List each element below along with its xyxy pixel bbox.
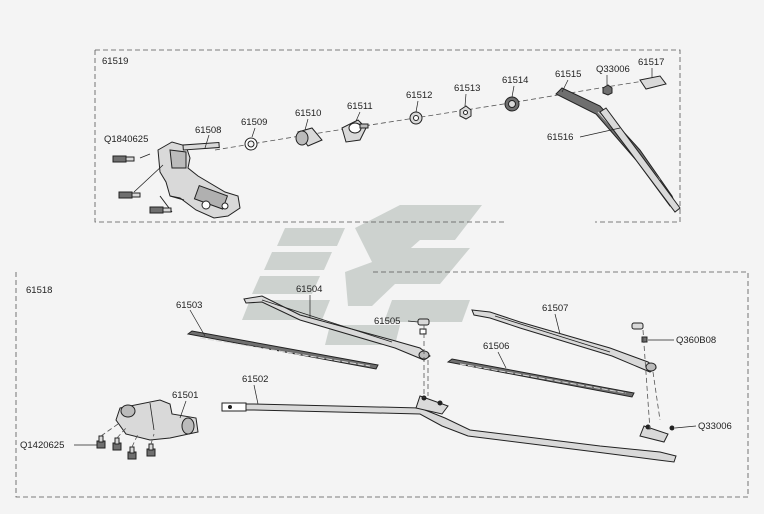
upper-leader-lines — [204, 68, 653, 149]
part-label-61506: 61506 — [483, 341, 509, 352]
front-wiper-motor — [115, 399, 199, 441]
part-label-Q360B08: Q360B08 — [676, 335, 716, 346]
bolt-icon — [96, 435, 106, 449]
leader-lines — [133, 153, 164, 193]
part-label-61504: 61504 — [296, 284, 322, 295]
lower-group-frame — [15, 271, 749, 498]
part-label-Q33006-lower: Q33006 — [698, 421, 732, 432]
bolt-icon — [112, 437, 122, 451]
nut-icon — [421, 395, 675, 431]
part-label-Q1420625: Q1420625 — [20, 440, 64, 451]
wiper-linkage — [221, 395, 677, 463]
bolt-icon — [112, 155, 135, 163]
part-label-61517: 61517 — [638, 57, 664, 68]
part-label-61507: 61507 — [542, 303, 568, 314]
motor-shaft — [182, 141, 220, 151]
lower-leader-lines — [74, 295, 697, 446]
right-pivot-axis — [642, 329, 661, 431]
upper-group-frame — [94, 49, 681, 223]
bolt-icon — [149, 206, 172, 214]
watermark-logo — [242, 205, 482, 345]
bolt-icon — [127, 446, 137, 460]
front-wiper-blade-left — [186, 330, 379, 370]
part-label-61513: 61513 — [454, 83, 480, 94]
seal-icon — [341, 119, 369, 143]
nut-icon — [602, 84, 613, 96]
rear-wiper-blade — [599, 107, 681, 213]
part-label-61512: 61512 — [406, 90, 432, 101]
part-label-61515: 61515 — [555, 69, 581, 80]
part-label-61505: 61505 — [374, 316, 400, 327]
cover-cap-icon — [631, 322, 648, 343]
bolt-icon — [118, 191, 141, 199]
front-wiper-blade-right — [446, 358, 635, 398]
part-label-61501: 61501 — [172, 390, 198, 401]
group-label-upper: 61519 — [102, 56, 128, 67]
part-label-Q33006-upper: Q33006 — [596, 64, 630, 75]
part-label-61516: 61516 — [547, 132, 573, 143]
part-label-61509: 61509 — [241, 117, 267, 128]
front-wiper-arm-right — [471, 309, 657, 373]
grommet-icon — [295, 127, 323, 147]
bolt-icon — [146, 443, 156, 457]
cover-cap-icon — [639, 75, 667, 90]
assembly-axis — [214, 79, 651, 151]
part-label-61502: 61502 — [242, 374, 268, 385]
group-label-lower: 61518 — [26, 285, 52, 296]
part-label-61508: 61508 — [195, 125, 221, 136]
cover-cap-icon — [417, 318, 430, 335]
part-label-61511: 61511 — [347, 101, 373, 112]
rear-wiper-motor — [157, 141, 241, 219]
left-pivot-axis — [423, 325, 429, 398]
motor-bolt-axis — [100, 423, 155, 448]
part-label-61510: 61510 — [295, 108, 321, 119]
part-label-61503: 61503 — [176, 300, 202, 311]
part-label-61514: 61514 — [502, 75, 528, 86]
part-label-Q1840625: Q1840625 — [104, 134, 148, 145]
